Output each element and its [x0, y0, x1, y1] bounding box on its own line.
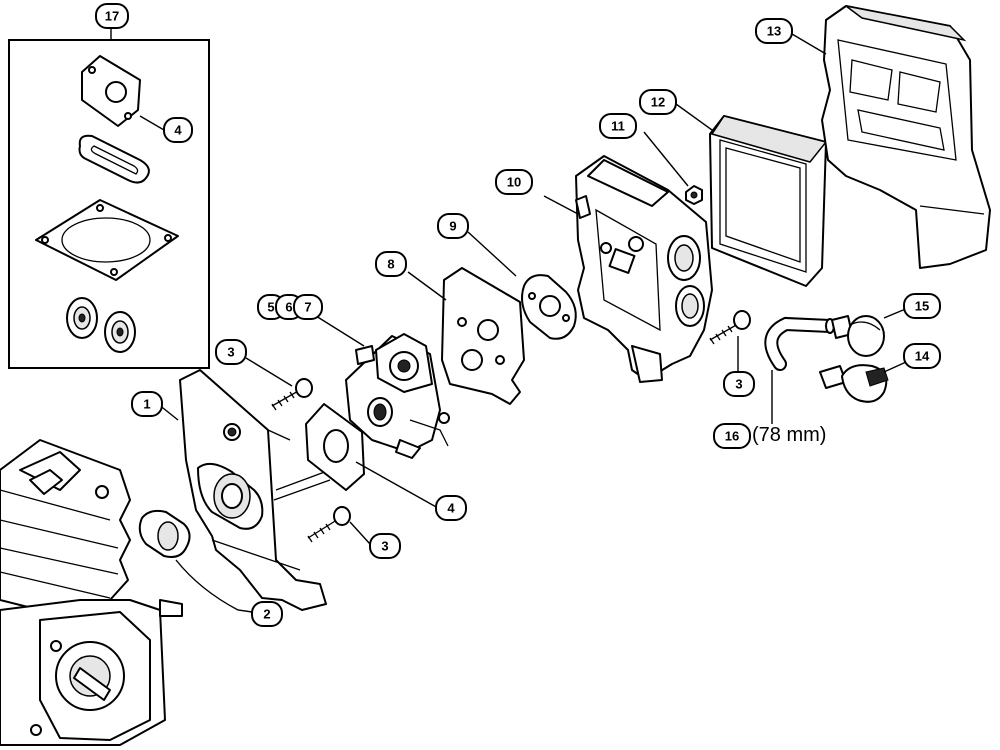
callout-3-right-label: 3 [735, 377, 742, 392]
callout-4-middle: 4 [435, 495, 467, 521]
part-12-air-filter [675, 103, 828, 287]
callout-15-label: 15 [915, 299, 929, 314]
kit-gasket-oval [78, 134, 150, 184]
callout-13: 13 [755, 18, 793, 44]
callout-7: 7 [293, 294, 323, 320]
callout-8-label: 8 [387, 257, 394, 272]
callout-3-lower: 3 [369, 533, 401, 559]
part-8-large-gasket [407, 267, 525, 405]
callout-3-upper-label: 3 [227, 345, 234, 360]
part-7-carburetor [315, 315, 450, 459]
callout-10: 10 [495, 169, 533, 195]
callout-17-label: 17 [105, 9, 119, 24]
callout-2: 2 [251, 601, 283, 627]
callout-12-label: 12 [651, 95, 665, 110]
callout-3-lower-label: 3 [381, 539, 388, 554]
callout-15: 15 [903, 293, 941, 319]
callout-4-middle-label: 4 [447, 501, 455, 516]
part-3-screw-lower [307, 506, 371, 545]
part-4-gasket [305, 403, 439, 509]
callout-4-kit-label: 4 [174, 123, 182, 138]
part-3-screw-right [709, 310, 751, 372]
callout-9: 9 [437, 213, 469, 239]
part-10-filter-base [543, 155, 713, 383]
part-16-hose [764, 316, 837, 424]
callout-12: 12 [639, 89, 677, 115]
callout-8: 8 [375, 251, 407, 277]
callout-6-label: 6 [285, 300, 292, 315]
callout-3-upper: 3 [215, 339, 247, 365]
callout-7-label: 7 [304, 300, 311, 315]
kit-bearing-left [66, 297, 98, 339]
part-2-intake-boot [138, 509, 253, 613]
kit-bearing-right [104, 311, 136, 353]
callout-2-label: 2 [263, 607, 270, 622]
part-9-flange-gasket [467, 231, 577, 340]
callout-16-label: 16 [725, 429, 739, 444]
part-13-filter-cover [791, 5, 991, 269]
part-1-manifold [157, 369, 331, 611]
part-15-primer-bulb [831, 307, 909, 357]
callout-10-label: 10 [507, 175, 521, 190]
callout-9-label: 9 [449, 219, 456, 234]
callout-3-right: 3 [723, 371, 755, 397]
kit-gasket-cylinder [35, 199, 179, 281]
callout-17: 17 [95, 3, 129, 29]
engine-block [0, 439, 183, 746]
callout-14: 14 [903, 343, 941, 369]
part-14-valve [819, 361, 907, 403]
callout-1: 1 [131, 391, 163, 417]
callout-1-label: 1 [143, 397, 150, 412]
part-11-nut [643, 131, 703, 205]
callout-4-kit: 4 [139, 115, 193, 143]
gasket-kit-box [8, 28, 210, 369]
callout-11: 11 [599, 113, 637, 139]
callout-13-label: 13 [767, 24, 781, 39]
callout-5-label: 5 [267, 300, 274, 315]
kit-gasket-small [81, 55, 141, 127]
callout-16: 16 (78 mm) [713, 423, 826, 449]
callout-14-label: 14 [915, 349, 930, 364]
hose-length-note: (78 mm) [752, 424, 826, 446]
part-3-screw-upper [245, 357, 313, 411]
callout-11-label: 11 [611, 119, 625, 134]
